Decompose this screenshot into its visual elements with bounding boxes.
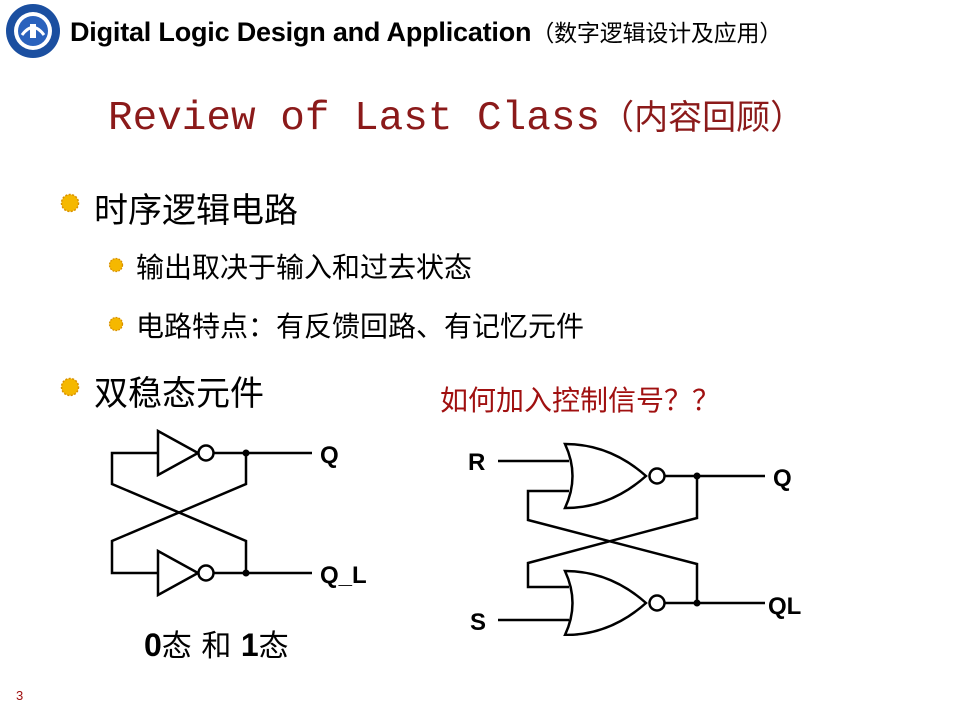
nor-latch-diagram: R S Q QL — [468, 442, 801, 636]
right-output-q: Q — [773, 465, 792, 492]
bullet-icon — [60, 193, 80, 213]
bullet-icon — [108, 316, 124, 332]
state-caption: 0态 和 1态 — [144, 621, 289, 665]
caption-mid: 态 和 — [161, 629, 241, 664]
left-output-ql: Q_L — [320, 562, 367, 589]
page-number: 3 — [16, 688, 24, 703]
caption-end: 态 — [258, 629, 289, 664]
slide-title-cn: （内容回顾） — [600, 98, 805, 138]
bullet-sequential-logic: 时序逻辑电路 — [94, 191, 298, 231]
input-r: R — [468, 449, 485, 476]
course-title-en: Digital Logic Design and Application — [70, 17, 532, 47]
course-title: Digital Logic Design and Application（数字逻… — [70, 14, 782, 48]
slide-title: Review of Last Class（内容回顾） — [108, 90, 804, 142]
bullet-icon — [60, 377, 80, 397]
nor-gate-bottom — [563, 569, 648, 636]
caption-zero: 0 — [144, 627, 162, 663]
sub-bullet-feature: 电路特点：有反馈回路、有记忆元件 — [136, 310, 585, 343]
bullet-icon — [108, 257, 124, 273]
slide-title-en: Review of Last Class — [108, 96, 601, 142]
input-s: S — [470, 609, 486, 636]
sub-bullet-output: 输出取决于输入和过去状态 — [136, 251, 473, 284]
course-title-cn: （数字逻辑设计及应用） — [531, 21, 783, 47]
bullet-bistable: 双稳态元件 — [94, 374, 264, 414]
inverter-pair-diagram: Q Q_L — [110, 428, 367, 598]
caption-one: 1 — [240, 627, 259, 663]
university-logo — [6, 4, 60, 58]
control-signal-question: 如何加入控制信号？？ — [440, 384, 721, 417]
right-output-ql: QL — [768, 593, 801, 620]
left-output-q: Q — [320, 442, 339, 469]
nor-gate-top — [563, 442, 648, 510]
